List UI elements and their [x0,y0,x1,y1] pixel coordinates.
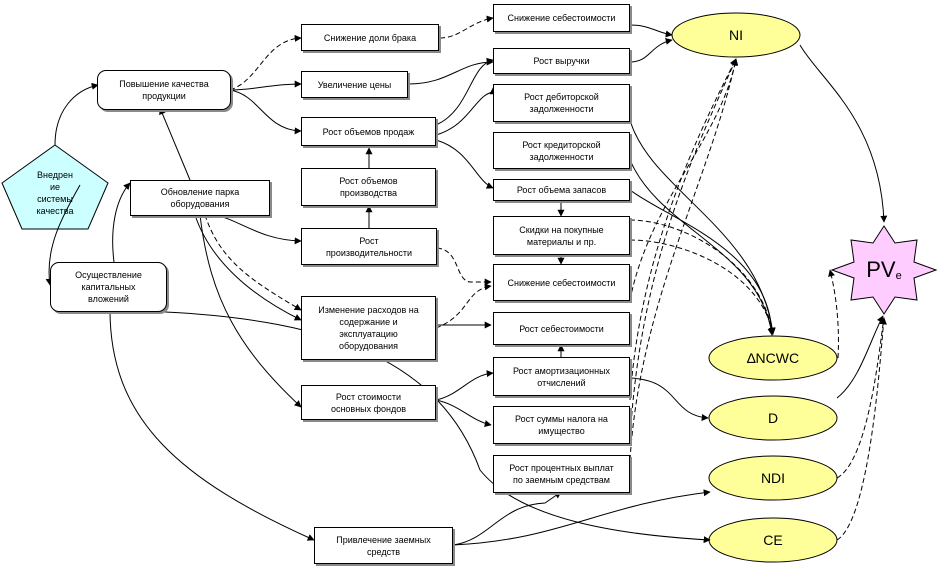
property-tax-growth-node[interactable]: Рост суммы налога на имущество [493,406,630,444]
pv-subscript: e [895,270,902,282]
dashed-connector [629,58,737,441]
ni-ellipse[interactable] [671,12,801,58]
connector [435,57,494,126]
connector [45,184,81,286]
connector [629,159,775,336]
pv-star[interactable] [830,225,938,315]
connector [159,107,191,181]
connector [112,182,131,263]
fixed-assets-growth-node[interactable]: Рост стоимости основных фондов [301,385,436,420]
capital-investment-node[interactable]: Осуществление капитальных вложений [50,262,167,312]
dashed-connector [629,58,739,461]
connector [109,309,315,541]
connector [54,82,99,146]
dncwc-ellipse[interactable] [708,335,838,381]
receivables-growth-node[interactable]: Рост дебиторской задолженности [493,84,630,122]
connector [435,370,494,401]
connector [629,377,709,421]
equipment-renewal-node[interactable]: Обновление парка оборудования [130,180,270,216]
cost-reduction-node-2[interactable]: Снижение себестоимости [493,264,630,301]
connector [435,399,492,427]
quality-system-pentagon[interactable] [1,144,109,230]
connector [629,37,673,63]
connector [229,89,302,135]
productivity-growth-node[interactable]: Рост производительности [301,228,437,265]
connector [452,489,711,546]
connector [194,214,302,321]
production-growth-node[interactable]: Рост объемов производства [301,168,436,206]
connector [452,491,562,546]
inventory-growth-node[interactable]: Рост объема запасов [493,179,630,201]
quality-system-label: Внедрен ие системы качества [36,170,74,216]
quality-improvement-node[interactable]: Повышение качества продукции [97,70,231,110]
dashed-connector [836,317,887,479]
dashed-connector [836,317,887,541]
dashed-connector [629,219,776,335]
purchase-discounts-node[interactable]: Скидки на покупные материалы и пр. [493,216,630,255]
depreciation-growth-node[interactable]: Рост амортизационных отчислений [493,357,630,396]
connector [629,119,776,335]
connector [229,80,302,91]
borrowing-node[interactable]: Привлечение заемных средств [314,527,453,564]
connector [164,311,711,544]
connector [629,189,776,336]
revenue-growth-node[interactable]: Рост выручки [493,48,630,74]
connector [435,139,494,189]
maintenance-cost-change-node[interactable]: Изменение расходов на содержание и экспл… [301,296,436,360]
dashed-connector [439,15,494,39]
connector [435,87,497,136]
dashed-connector [436,247,492,286]
dashed-connector [629,58,739,301]
payables-growth-node[interactable]: Рост кредиторской задолженности [493,132,630,169]
sales-growth-node[interactable]: Рост объемов продаж [301,117,436,146]
ce-ellipse[interactable] [708,517,838,563]
dashed-connector [229,34,302,91]
d-ellipse[interactable] [708,395,838,441]
connector [407,58,494,85]
connector [836,315,884,399]
ndi-ellipse[interactable] [708,455,838,501]
interest-payments-growth-node[interactable]: Рост процентных выплат по заемным средст… [493,455,630,493]
defect-reduction-node[interactable]: Снижение доли брака [301,24,439,51]
connector [214,214,302,245]
dashed-connector [204,214,302,311]
dashed-connector [629,239,776,335]
connector [629,24,673,38]
connector [799,44,888,223]
price-increase-node[interactable]: Увеличение цены [301,71,408,98]
pv-text: PV [866,257,896,282]
dashed-connector [435,283,492,329]
dashed-connector [629,58,737,401]
dashed-connector [828,269,839,359]
cost-growth-node[interactable]: Рост себестоимости [493,312,630,345]
cost-reduction-node-1[interactable]: Снижение себестоимости [493,4,630,32]
connector [199,214,302,408]
